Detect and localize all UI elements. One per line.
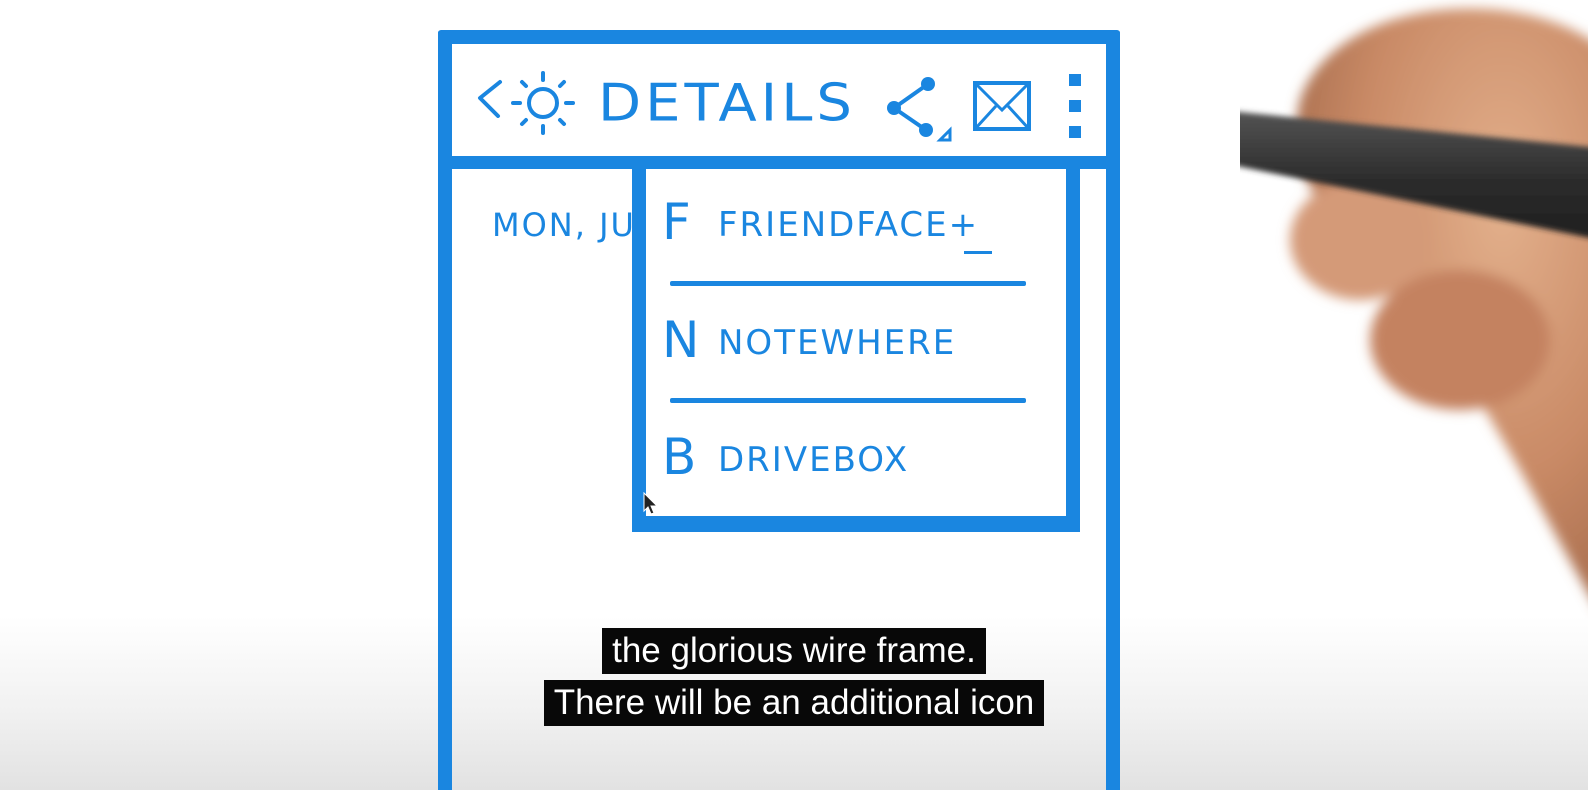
sun-icon: [511, 71, 575, 135]
menu-item-label: FRIENDFACE+: [718, 205, 980, 245]
menu-item-friendface: F FRIENDFACE+: [646, 169, 1066, 285]
share-icon: [887, 77, 952, 142]
menu-item-label: NOTEWHERE: [718, 323, 957, 363]
page-title: DETAILS: [598, 73, 856, 134]
overflow-menu-icon: [1069, 74, 1081, 138]
menu-item-letter: B: [662, 428, 697, 486]
hand-with-marker-image: [1240, 8, 1588, 593]
menu-divider: [670, 398, 1026, 403]
back-icon: [478, 80, 502, 118]
date-label: MON, JUN: [492, 206, 652, 244]
menu-divider: [670, 281, 1026, 286]
menu-item-letter: N: [662, 311, 700, 369]
cursor-icon: [643, 492, 659, 515]
overflow-dropdown-menu: F FRIENDFACE+ N NOTEWHERE B DRIVEBOX: [632, 169, 1080, 532]
plus-underline-mark: [964, 251, 992, 254]
menu-item-label: DRIVEBOX: [718, 440, 910, 480]
subtitle-line: the glorious wire frame.: [602, 628, 986, 674]
menu-item-drivebox: B DRIVEBOX: [646, 404, 1066, 520]
app-bar: DETAILS: [452, 44, 1106, 169]
menu-item-letter: F: [662, 193, 691, 251]
menu-item-notewhere: N NOTEWHERE: [646, 287, 1066, 403]
phone-wireframe: DETAILS MON, JUN: [438, 30, 1120, 790]
subtitles: the glorious wire frame. There will be a…: [0, 628, 1588, 732]
subtitle-line: There will be an additional icon: [543, 680, 1045, 726]
mail-icon: [973, 81, 1031, 131]
